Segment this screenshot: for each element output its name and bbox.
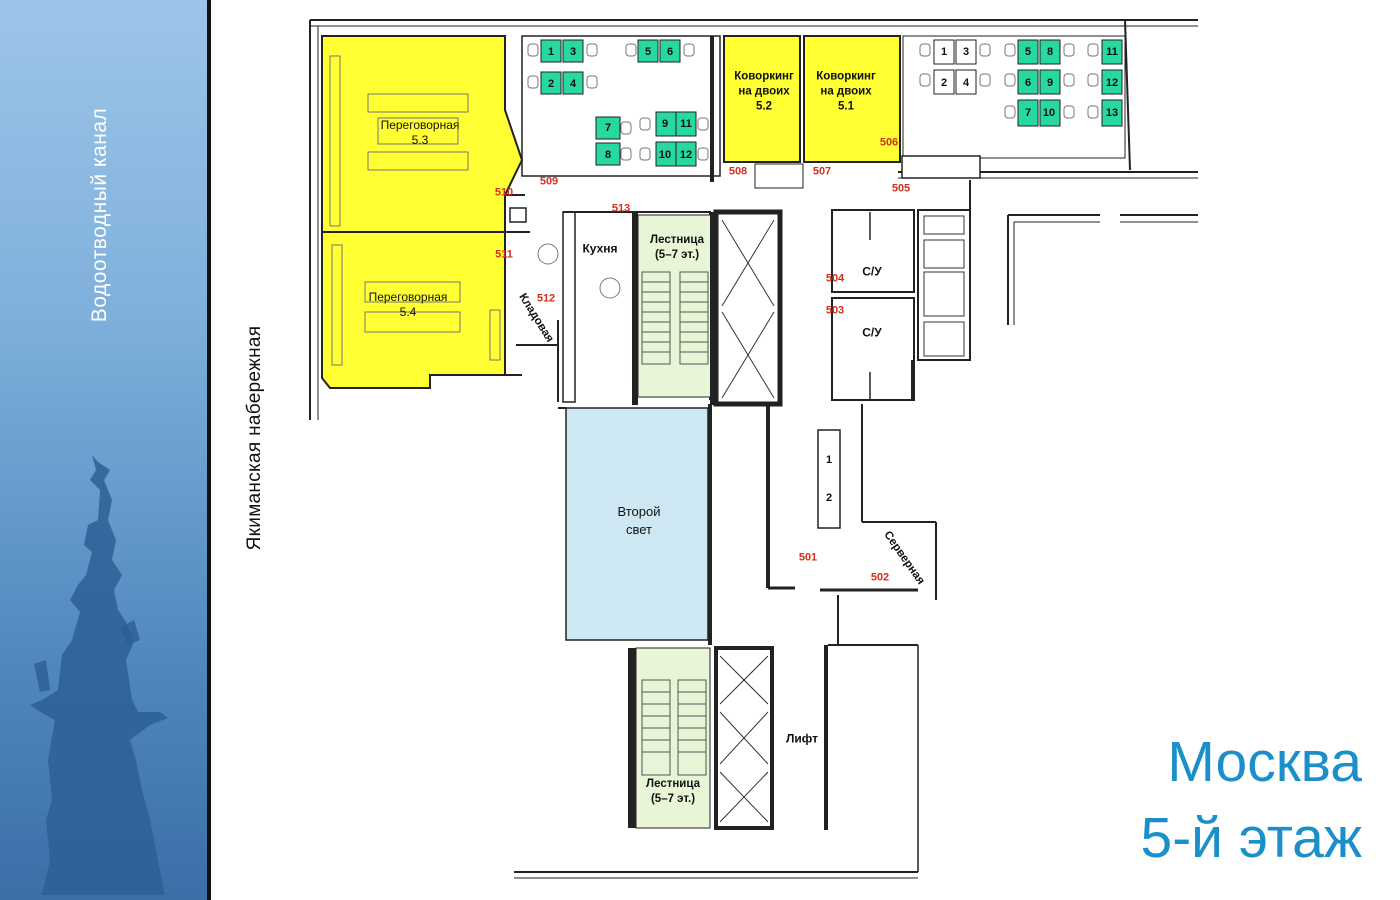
room-number-512: 512 — [536, 292, 556, 305]
desk-number: 9 — [1046, 77, 1054, 89]
room-number-501: 501 — [798, 551, 818, 564]
floor-title: 5-й этаж — [1140, 806, 1363, 870]
meeting-room-5-3-label: Переговорная 5.3 — [380, 118, 460, 147]
desk-number: 9 — [661, 118, 669, 130]
coworking-5-2-label: Коворкинг на двоих 5.2 — [734, 70, 794, 113]
sidebar-divider — [207, 0, 211, 900]
desk-number: 7 — [1024, 107, 1032, 119]
wc-upper-label: С/У — [862, 264, 882, 279]
room-number-510: 510 — [494, 186, 514, 199]
room-number-504: 504 — [825, 272, 845, 285]
street-label: Якиманская набережная — [244, 325, 265, 551]
room-number-509: 509 — [539, 175, 559, 188]
desk-number: 1 — [825, 454, 833, 466]
desk-number: 2 — [547, 78, 555, 90]
desk-number: 3 — [569, 46, 577, 58]
coworking-5-2 — [723, 35, 801, 163]
desk-number: 2 — [940, 77, 948, 89]
room-number-513: 513 — [611, 202, 631, 215]
room-number-508: 508 — [728, 165, 748, 178]
city-title: Москва — [1167, 730, 1362, 794]
lift-label: Лифт — [785, 731, 819, 746]
meeting-room-5-4 — [321, 231, 506, 389]
desk-number: 10 — [658, 149, 672, 161]
desk-number: 4 — [569, 78, 577, 90]
monument-silhouette-icon — [30, 455, 168, 895]
room-number-503: 503 — [825, 304, 845, 317]
coworking-5-1-label: Коворкинг на двоих 5.1 — [816, 70, 876, 113]
room-number-507: 507 — [812, 165, 832, 178]
stairs-bottom-label: Лестница (5–7 эт.) — [646, 778, 700, 805]
stairs-top-label: Лестница (5–7 эт.) — [650, 234, 704, 261]
desk-number: 5 — [644, 46, 652, 58]
desk-number: 2 — [825, 492, 833, 504]
coworking-5-1 — [803, 35, 901, 163]
desk-number: 1 — [940, 46, 948, 58]
desk-number: 12 — [679, 149, 693, 161]
desk-number: 6 — [1024, 77, 1032, 89]
desk-number: 7 — [604, 122, 612, 134]
desk-number: 10 — [1042, 107, 1056, 119]
meeting-room-5-4-label: Переговорная 5.4 — [368, 290, 448, 319]
desk-number: 13 — [1105, 107, 1119, 119]
wc-lower-label: С/У — [862, 325, 882, 340]
desk-number: 3 — [962, 46, 970, 58]
desk-number: 8 — [1046, 46, 1054, 58]
kitchen-label: Кухня — [582, 241, 618, 256]
second-light-label: Второй свет — [617, 504, 661, 537]
desk-number: 11 — [1106, 46, 1118, 58]
desk-number: 4 — [962, 77, 970, 89]
room-number-505: 505 — [891, 182, 911, 195]
desk-number: 5 — [1024, 46, 1032, 58]
desk-number: 12 — [1105, 77, 1119, 89]
room-number-506: 506 — [879, 136, 899, 149]
desk-number: 1 — [547, 46, 555, 58]
desk-number: 11 — [680, 118, 692, 130]
desk-number: 8 — [604, 149, 612, 161]
room-number-502: 502 — [870, 571, 890, 584]
desk-number: 6 — [666, 46, 674, 58]
room-number-511: 511 — [495, 248, 513, 261]
